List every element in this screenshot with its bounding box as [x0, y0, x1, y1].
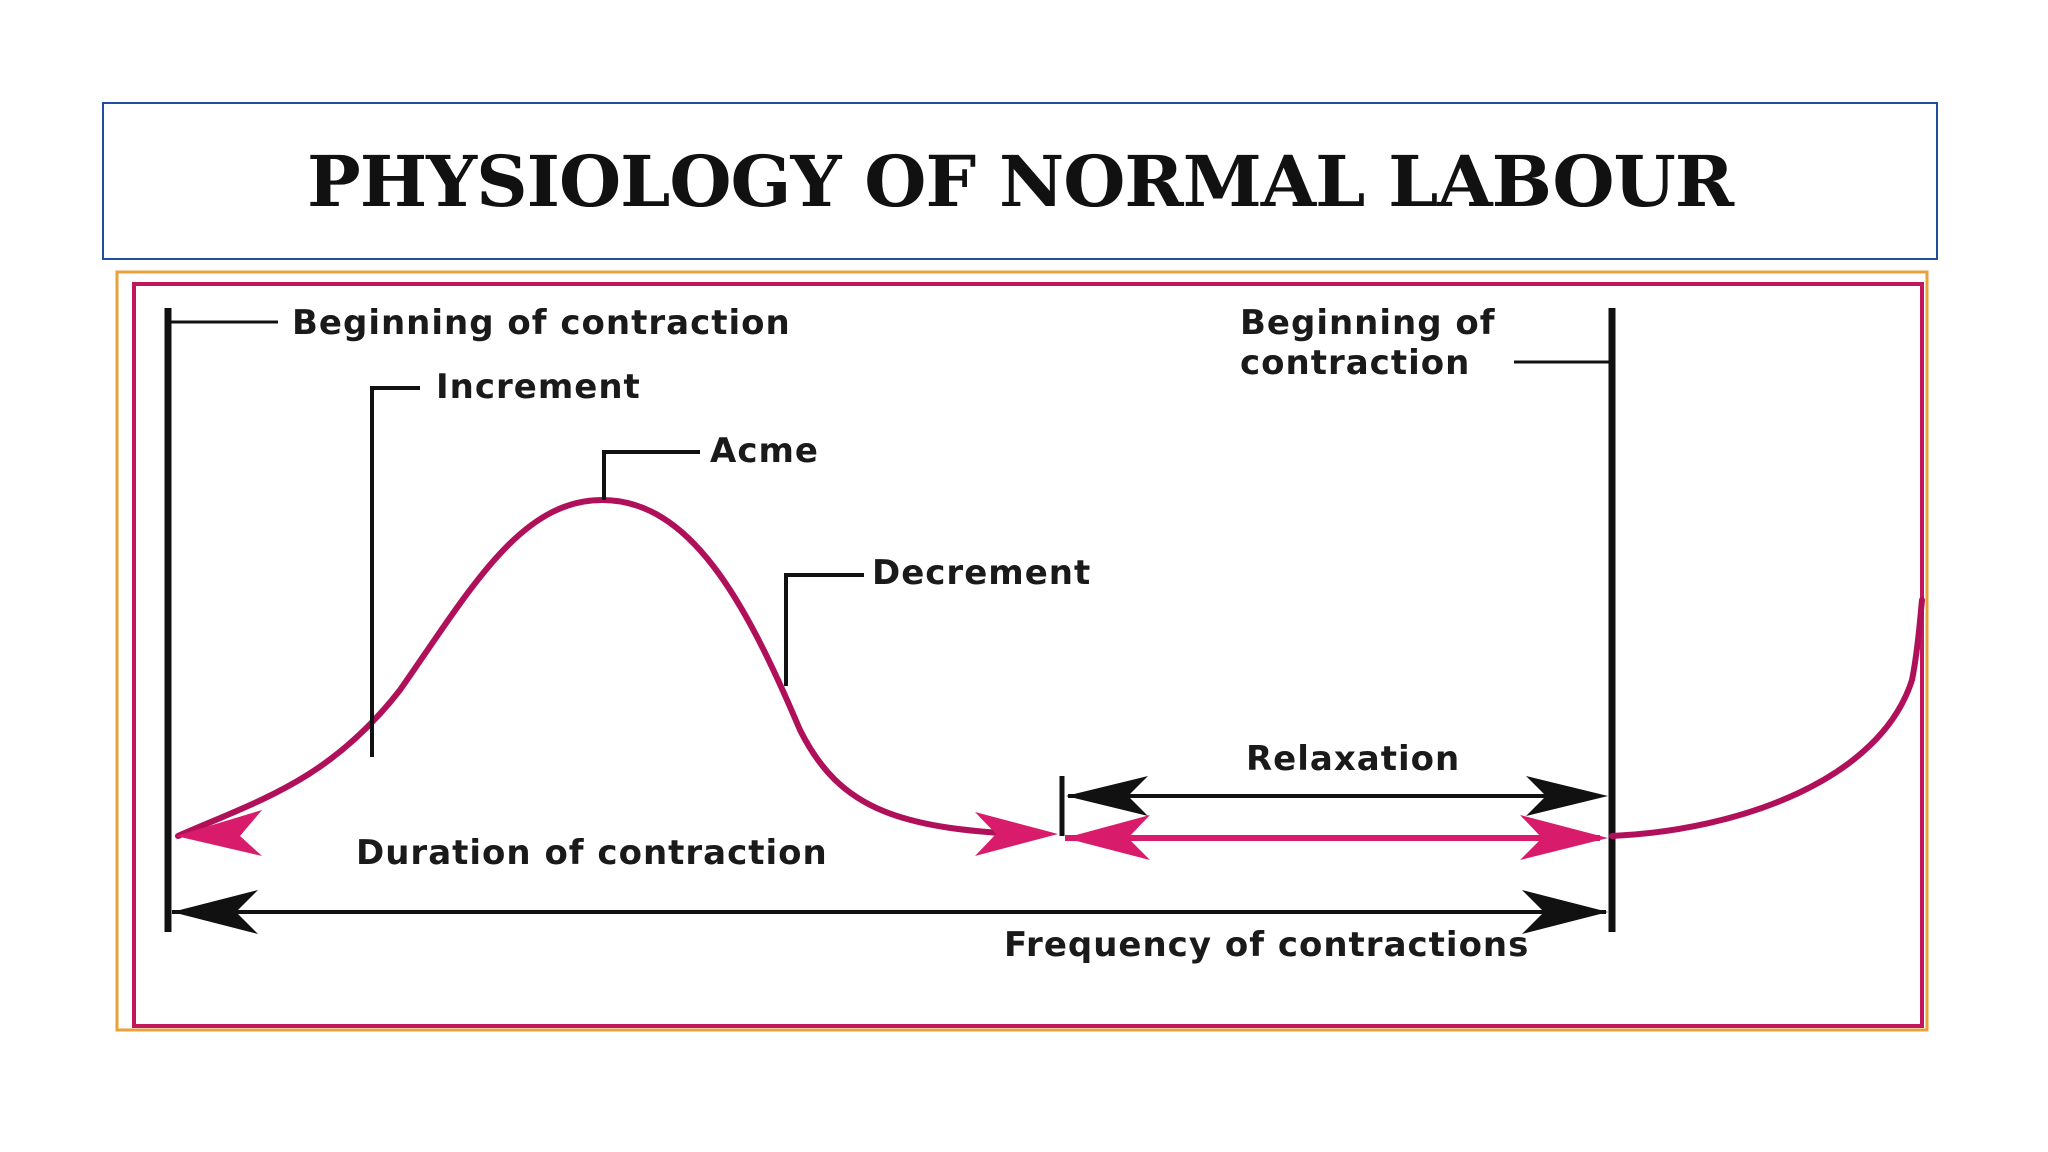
label-beginning-right-1: Beginning of: [1240, 303, 1496, 343]
relaxation-black-left-arrow: [1066, 776, 1148, 816]
next-contraction-curve: [1609, 597, 1925, 839]
label-beginning-right-2: contraction: [1240, 343, 1470, 383]
label-frequency: Frequency of contractions: [1004, 925, 1529, 965]
label-decrement: Decrement: [872, 553, 1091, 593]
relaxation-magenta-left-arrow: [1065, 815, 1150, 860]
inner-frame: [132, 282, 1924, 1028]
label-acme: Acme: [710, 431, 819, 471]
curve-start-arrow: [176, 810, 262, 856]
increment-leader: [370, 386, 420, 757]
page-title: PHYSIOLOGY OF NORMAL LABOUR: [306, 139, 1734, 223]
title-box: PHYSIOLOGY OF NORMAL LABOUR: [102, 102, 1938, 260]
label-beginning-left: Beginning of contraction: [292, 303, 791, 343]
curve-end-arrow: [975, 812, 1058, 856]
frequency-right-arrow: [1522, 890, 1608, 934]
frequency-left-arrow: [172, 890, 258, 934]
relaxation-magenta-right-arrow: [1520, 815, 1608, 860]
acme-leader: [602, 450, 700, 500]
label-duration: Duration of contraction: [356, 833, 828, 873]
label-relaxation: Relaxation: [1246, 739, 1460, 779]
relaxation-black-right-arrow: [1526, 776, 1608, 816]
decrement-leader: [784, 573, 864, 686]
outer-frame: [115, 270, 1929, 1032]
label-increment: Increment: [436, 367, 641, 407]
contraction-curve: [175, 496, 1043, 839]
